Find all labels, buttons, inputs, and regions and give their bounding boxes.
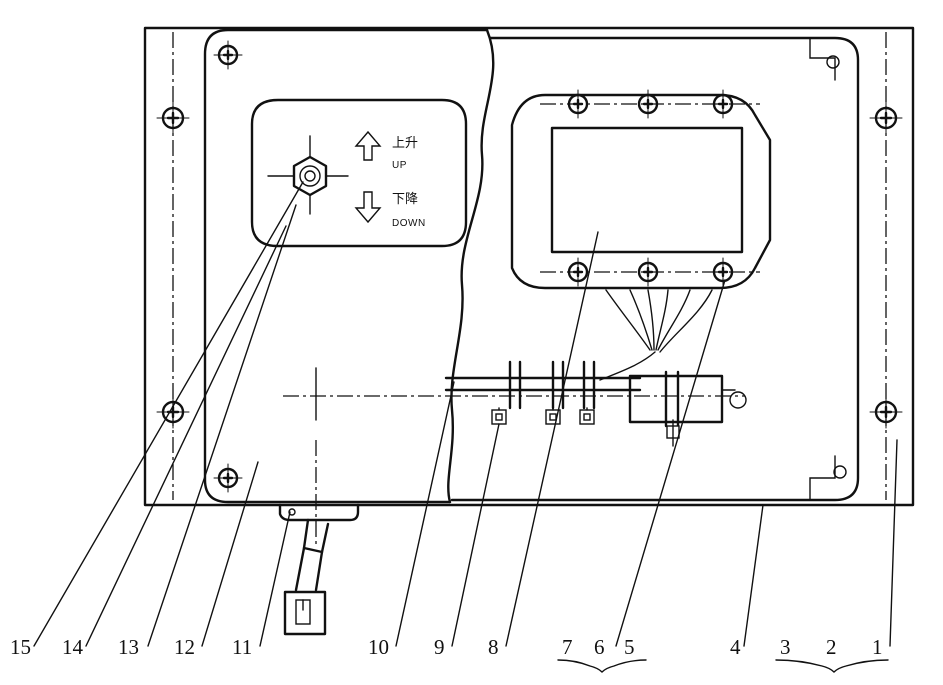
housing-screws bbox=[156, 101, 903, 429]
callout-13: 13 bbox=[118, 635, 139, 659]
housing-screw-top-left bbox=[156, 101, 190, 135]
wire-harness bbox=[599, 289, 713, 381]
down-label-cn: 下降 bbox=[392, 192, 418, 207]
down-arrow-icon bbox=[354, 191, 382, 224]
callout-7: 7 bbox=[562, 635, 573, 659]
housing-screw-bottom-right bbox=[869, 395, 903, 429]
cylinder-component bbox=[628, 370, 747, 447]
callout-9: 9 bbox=[434, 635, 445, 659]
module-screw-1 bbox=[567, 89, 589, 119]
inner-mounting-frame bbox=[450, 36, 860, 502]
callout-numbers: 15 14 13 12 11 10 9 8 7 6 5 4 3 2 1 bbox=[10, 635, 883, 659]
callout-4: 4 bbox=[730, 635, 741, 659]
cover-screw-bottom bbox=[213, 463, 243, 493]
callout-6: 6 bbox=[594, 635, 605, 659]
module-screw-2 bbox=[637, 89, 659, 119]
module-screw-6 bbox=[712, 257, 734, 287]
callout-10: 10 bbox=[368, 635, 389, 659]
front-cover-plate bbox=[203, 28, 489, 504]
up-down-switch bbox=[267, 135, 349, 215]
cover-screw-top bbox=[213, 40, 243, 70]
up-label-en: UP bbox=[392, 160, 407, 171]
controller-module bbox=[510, 93, 772, 290]
control-panel-recess bbox=[250, 98, 468, 248]
callout-8: 8 bbox=[488, 635, 499, 659]
module-screws bbox=[567, 89, 734, 287]
callout-15: 15 bbox=[10, 635, 31, 659]
bus-bar-assembly bbox=[283, 360, 745, 425]
callout-12: 12 bbox=[174, 635, 195, 659]
callout-14: 14 bbox=[62, 635, 84, 659]
callout-5: 5 bbox=[624, 635, 635, 659]
leader-lines bbox=[33, 181, 898, 647]
module-screw-5 bbox=[637, 257, 659, 287]
housing-screw-top-right bbox=[869, 101, 903, 135]
callout-1: 1 bbox=[872, 635, 883, 659]
cable-gland-connector bbox=[278, 440, 360, 636]
cutaway-break-line bbox=[447, 28, 495, 504]
module-screw-4 bbox=[567, 257, 589, 287]
callout-2: 2 bbox=[826, 635, 837, 659]
up-arrow-icon bbox=[354, 130, 382, 161]
cover-screws bbox=[213, 40, 243, 493]
callout-3: 3 bbox=[780, 635, 791, 659]
housing-screw-bottom-left bbox=[156, 395, 190, 429]
up-label-cn: 上升 bbox=[392, 136, 418, 151]
module-screw-3 bbox=[712, 89, 734, 119]
callout-11: 11 bbox=[232, 635, 252, 659]
down-label-en: DOWN bbox=[392, 218, 426, 229]
group-brackets bbox=[557, 659, 889, 673]
